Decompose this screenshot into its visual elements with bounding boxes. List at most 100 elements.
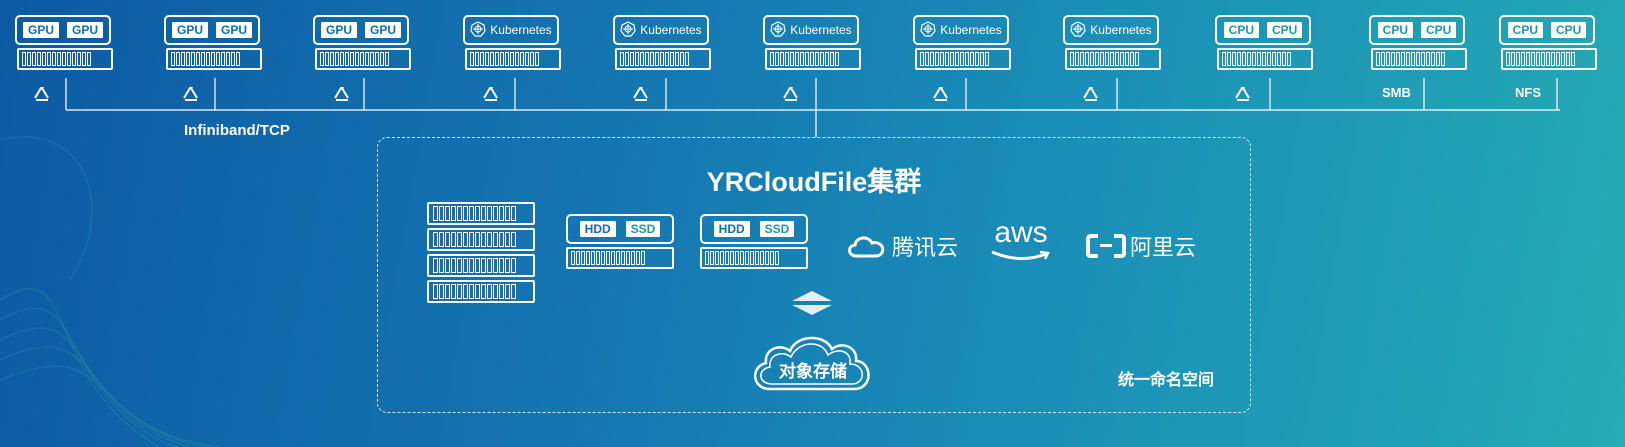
- recycle-icon: [632, 86, 650, 104]
- kubernetes-icon: [1070, 20, 1086, 40]
- bidirectional-arrow-icon: [792, 291, 832, 315]
- chip-label: CPU: [1223, 22, 1259, 38]
- client-node: GPU GPU: [15, 15, 115, 77]
- rack-server-icon: [566, 247, 674, 269]
- tencent-cloud-text: 腾讯云: [892, 235, 959, 260]
- chip-label: CPU: [1507, 22, 1543, 38]
- object-storage-label: 对象存储: [779, 362, 847, 381]
- kubernetes-badge: Kubernetes: [770, 20, 852, 40]
- recycle-icon: [1234, 86, 1252, 104]
- client-node: CPU CPU: [1499, 15, 1599, 77]
- yrcloudfile-cluster: YRCloudFile集群 统一命名空间: [377, 137, 1251, 413]
- rack-server-icon: [700, 247, 808, 269]
- node-head: Kubernetes: [613, 15, 709, 45]
- rack-server-icon: [1371, 48, 1467, 70]
- kubernetes-label: Kubernetes: [1090, 23, 1152, 37]
- kubernetes-icon: [770, 20, 786, 40]
- storage-rack-unit: [427, 254, 535, 277]
- client-node: Kubernetes: [613, 15, 713, 77]
- kubernetes-badge: Kubernetes: [620, 20, 702, 40]
- chip-label: GPU: [22, 22, 59, 38]
- storage-rack-unit: [427, 202, 535, 225]
- node-head: GPU GPU: [15, 15, 111, 45]
- namespace-label: 统一命名空间: [1117, 372, 1214, 389]
- kubernetes-icon: [920, 20, 936, 40]
- rack-server-icon: [1065, 48, 1161, 70]
- chip-label: GPU: [216, 22, 253, 38]
- rack-server-icon: [465, 48, 561, 70]
- network-label: Infiniband/TCP: [184, 122, 290, 139]
- kubernetes-label: Kubernetes: [490, 23, 552, 37]
- kubernetes-badge: Kubernetes: [920, 20, 1002, 40]
- rack-server-icon: [166, 48, 262, 70]
- client-node: CPU CPU: [1215, 15, 1315, 77]
- storage-device: HDD SSD: [700, 214, 808, 276]
- recycle-icon: [333, 86, 351, 104]
- chip-label: HDD: [713, 221, 750, 237]
- client-node: Kubernetes: [913, 15, 1013, 77]
- rack-server-icon: [615, 48, 711, 70]
- rack-server-icon: [1501, 48, 1597, 70]
- node-head: CPU CPU: [1215, 15, 1311, 45]
- chip-label: SSD: [759, 221, 795, 237]
- node-head: CPU CPU: [1499, 15, 1595, 45]
- aliyun-logo: 阿里云: [1086, 230, 1196, 262]
- kubernetes-label: Kubernetes: [640, 23, 702, 37]
- chip-label: GPU: [171, 22, 208, 38]
- storage-device: HDD SSD: [566, 214, 674, 276]
- node-head: GPU GPU: [164, 15, 260, 45]
- kubernetes-badge: Kubernetes: [470, 20, 552, 40]
- node-head: Kubernetes: [913, 15, 1009, 45]
- aws-logo: aws: [990, 216, 1052, 262]
- kubernetes-label: Kubernetes: [940, 23, 1002, 37]
- client-node: CPU CPU: [1369, 15, 1469, 77]
- chip-label: GPU: [67, 22, 104, 38]
- rack-server-icon: [315, 48, 411, 70]
- rack-server-icon: [17, 48, 113, 70]
- recycle-icon: [1082, 86, 1100, 104]
- node-head: Kubernetes: [1063, 15, 1159, 45]
- chip-label: HDD: [579, 221, 616, 237]
- chip-label: CPU: [1267, 22, 1303, 38]
- aws-smile-icon: [991, 250, 1050, 260]
- storage-rack-unit: [427, 280, 535, 303]
- cluster-title: YRCloudFile集群: [706, 167, 922, 197]
- nfs-label: NFS: [1515, 85, 1541, 100]
- aliyun-text: 阿里云: [1130, 235, 1197, 260]
- storage-rack-unit: [427, 228, 535, 251]
- aliyun-icon: [1086, 234, 1126, 258]
- recycle-icon: [782, 86, 800, 104]
- chip-label: GPU: [365, 22, 402, 38]
- rack-server-icon: [1217, 48, 1313, 70]
- client-node: GPU GPU: [164, 15, 264, 77]
- smb-label: SMB: [1382, 85, 1411, 100]
- chip-label: CPU: [1551, 22, 1587, 38]
- chip-label: CPU: [1421, 22, 1457, 38]
- rack-server-icon: [765, 48, 861, 70]
- kubernetes-icon: [470, 20, 486, 40]
- client-node: Kubernetes: [1063, 15, 1163, 77]
- client-node: Kubernetes: [463, 15, 563, 77]
- device-head: HDD SSD: [700, 214, 808, 244]
- object-storage-cloud-icon: [754, 336, 870, 391]
- chip-label: CPU: [1377, 22, 1413, 38]
- tencent-cloud-icon: [848, 236, 885, 258]
- storage-rack-stack: [427, 202, 535, 306]
- rack-server-icon: [915, 48, 1011, 70]
- node-head: Kubernetes: [463, 15, 559, 45]
- recycle-icon: [932, 86, 950, 104]
- chip-label: SSD: [625, 221, 661, 237]
- aws-text: aws: [994, 216, 1048, 249]
- kubernetes-label: Kubernetes: [790, 23, 852, 37]
- device-head: HDD SSD: [566, 214, 674, 244]
- node-head: Kubernetes: [763, 15, 859, 45]
- recycle-icon: [482, 86, 500, 104]
- recycle-icon: [33, 86, 51, 104]
- recycle-icon: [182, 86, 200, 104]
- chip-label: GPU: [320, 22, 357, 38]
- node-head: GPU GPU: [313, 15, 409, 45]
- client-node: GPU GPU: [313, 15, 413, 77]
- node-head: CPU CPU: [1369, 15, 1465, 45]
